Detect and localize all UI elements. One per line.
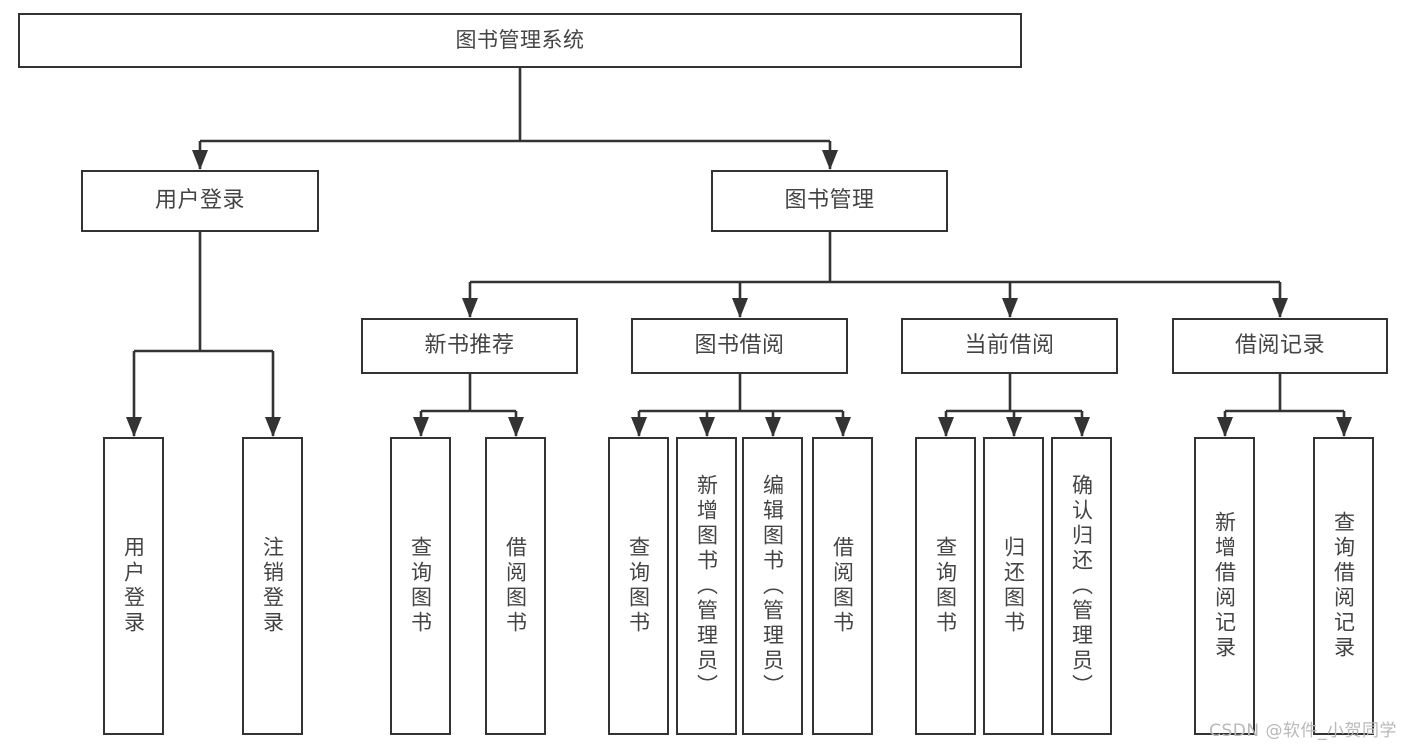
arrowhead-current-borrow-1 xyxy=(1006,417,1022,437)
node-label: 图书管理系统 xyxy=(455,27,585,52)
watermark: CSDN @软件_小贺同学 xyxy=(1209,721,1397,741)
arrowhead-book-manage-3 xyxy=(1272,298,1288,318)
node-leaf-confirm-return[interactable]: 确认归还（管理员） xyxy=(1051,437,1112,735)
node-label: 注销登录 xyxy=(260,536,285,636)
arrowhead-new-book-rec-0 xyxy=(413,417,429,437)
arrowhead-root-1 xyxy=(822,150,838,170)
node-label: 图书借阅 xyxy=(694,332,785,358)
node-book-manage[interactable]: 图书管理 xyxy=(711,170,948,232)
node-leaf-return-book[interactable]: 归还图书 xyxy=(983,437,1044,735)
node-book-borrow[interactable]: 图书借阅 xyxy=(631,318,848,374)
node-label: 借阅记录 xyxy=(1234,332,1325,358)
arrowhead-book-manage-1 xyxy=(732,298,748,318)
node-label: 查询图书 xyxy=(933,536,958,636)
arrowhead-book-borrow-0 xyxy=(631,417,647,437)
node-leaf-user-login[interactable]: 用户登录 xyxy=(103,437,164,735)
node-leaf-borrow-book-rec[interactable]: 借阅图书 xyxy=(485,437,546,735)
arrowhead-book-borrow-2 xyxy=(765,417,781,437)
arrowhead-user-login-0 xyxy=(126,417,142,437)
arrowhead-book-borrow-3 xyxy=(835,417,851,437)
node-label: 确认归还（管理员） xyxy=(1069,473,1094,699)
node-user-login[interactable]: 用户登录 xyxy=(81,170,319,232)
node-leaf-add-book[interactable]: 新增图书（管理员） xyxy=(676,437,737,735)
node-label: 编辑图书（管理员） xyxy=(760,473,785,699)
arrowhead-user-login-1 xyxy=(265,417,281,437)
node-leaf-query-record[interactable]: 查询借阅记录 xyxy=(1313,437,1374,735)
node-leaf-logout[interactable]: 注销登录 xyxy=(242,437,303,735)
node-borrow-record[interactable]: 借阅记录 xyxy=(1172,318,1388,374)
node-label: 用户登录 xyxy=(154,187,245,213)
arrowhead-root-0 xyxy=(192,150,208,170)
node-label: 图书管理 xyxy=(784,187,875,213)
node-label: 当前借阅 xyxy=(964,332,1055,358)
node-leaf-query-book-cur[interactable]: 查询图书 xyxy=(915,437,976,735)
node-label: 新增图书（管理员） xyxy=(694,473,719,699)
arrowhead-new-book-rec-1 xyxy=(508,417,524,437)
arrowhead-book-borrow-1 xyxy=(699,417,715,437)
node-label: 查询图书 xyxy=(408,536,433,636)
node-label: 查询图书 xyxy=(626,536,651,636)
node-label: 用户登录 xyxy=(121,536,146,636)
arrowhead-current-borrow-2 xyxy=(1074,417,1090,437)
node-leaf-add-record[interactable]: 新增借阅记录 xyxy=(1194,437,1255,735)
node-current-borrow[interactable]: 当前借阅 xyxy=(901,318,1118,374)
node-label: 新增借阅记录 xyxy=(1212,511,1237,661)
arrowhead-book-manage-2 xyxy=(1002,298,1018,318)
arrowhead-borrow-record-1 xyxy=(1336,417,1352,437)
node-root-图书管理系统[interactable]: 图书管理系统 xyxy=(18,13,1022,68)
node-label: 归还图书 xyxy=(1001,536,1026,636)
node-label: 借阅图书 xyxy=(503,536,528,636)
node-new-book-rec[interactable]: 新书推荐 xyxy=(361,318,578,374)
node-label: 借阅图书 xyxy=(830,536,855,636)
arrowhead-current-borrow-0 xyxy=(938,417,954,437)
node-leaf-query-book-borrow[interactable]: 查询图书 xyxy=(608,437,669,735)
node-leaf-edit-book[interactable]: 编辑图书（管理员） xyxy=(742,437,803,735)
node-label: 查询借阅记录 xyxy=(1331,511,1356,661)
arrowhead-borrow-record-0 xyxy=(1217,417,1233,437)
node-leaf-borrow-book[interactable]: 借阅图书 xyxy=(812,437,873,735)
node-leaf-query-book-rec[interactable]: 查询图书 xyxy=(390,437,451,735)
arrowhead-book-manage-0 xyxy=(462,298,478,318)
node-label: 新书推荐 xyxy=(424,332,515,358)
